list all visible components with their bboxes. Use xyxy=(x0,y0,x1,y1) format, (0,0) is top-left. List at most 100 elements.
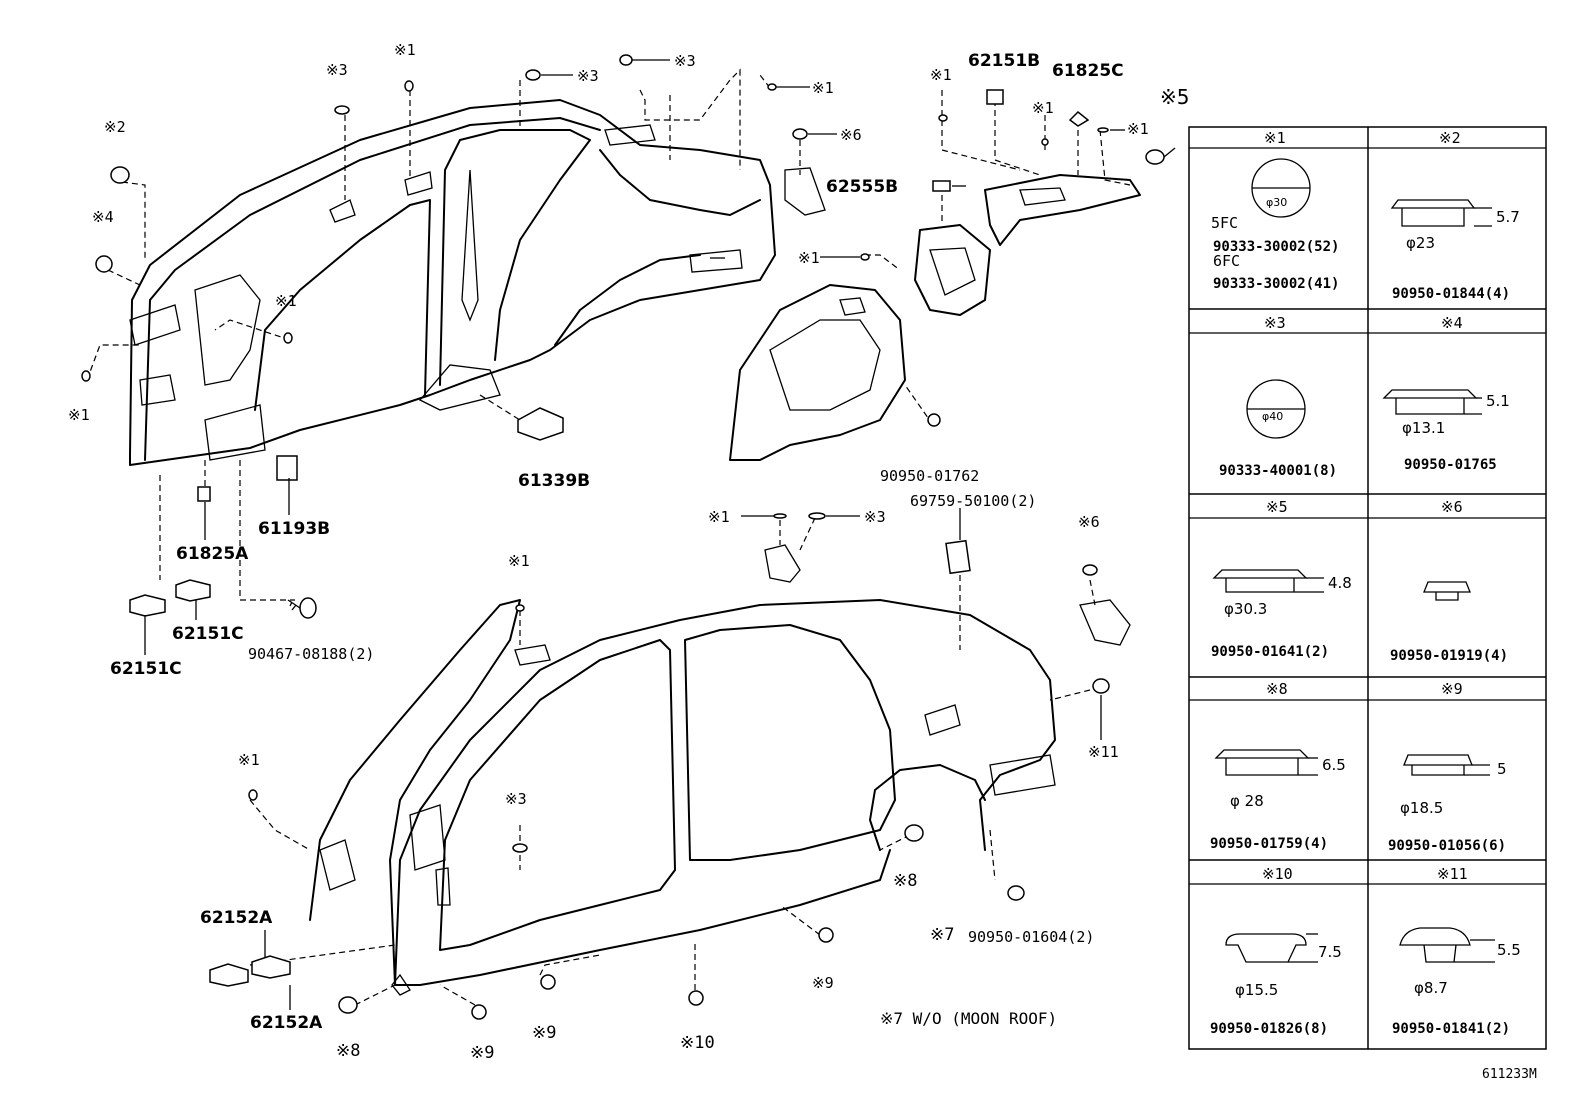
label-mark-1: ※1 xyxy=(812,79,834,97)
pad-62555B-icon xyxy=(932,180,951,192)
legend-cell-11: ※11 5.5 φ8.7 90950-01841(2) xyxy=(1392,865,1521,1037)
pad-62151B-icon xyxy=(986,89,1004,105)
plug-9-icon xyxy=(818,927,834,943)
label-mark-8: ※8 xyxy=(336,1041,360,1061)
svg-text:※4: ※4 xyxy=(1441,314,1463,332)
pad-62151C-icon xyxy=(175,579,211,602)
plug-90950-01762-icon xyxy=(927,413,941,427)
legend-cell-4: ※4 5.1 φ13.1 90950-01765 xyxy=(1382,314,1510,473)
note-moon-roof: ※7 W/O (MOON ROOF) xyxy=(880,1009,1057,1028)
svg-text:※1: ※1 xyxy=(1264,129,1286,147)
svg-text:90950-01919(4): 90950-01919(4) xyxy=(1390,648,1508,664)
plug-1-icon xyxy=(81,370,91,382)
label-mark-9: ※9 xyxy=(532,1023,556,1043)
label-mark-1: ※1 xyxy=(708,508,730,526)
svg-text:※3: ※3 xyxy=(1264,314,1286,332)
label-62152A: 62152A xyxy=(250,1013,323,1033)
svg-text:7.5: 7.5 xyxy=(1318,943,1342,961)
svg-text:5FC: 5FC xyxy=(1211,214,1238,232)
screw-90467-icon xyxy=(287,597,317,619)
label-mark-3: ※3 xyxy=(505,790,527,808)
svg-text:90950-01826(8): 90950-01826(8) xyxy=(1210,1021,1328,1037)
label-mark-9: ※9 xyxy=(812,974,834,992)
label-mark-1: ※1 xyxy=(1127,120,1149,138)
plug-1-icon xyxy=(248,789,258,801)
label-mark-8: ※8 xyxy=(893,871,917,891)
plug-1-icon xyxy=(773,513,787,519)
upper-labels: ※2 ※4 ※3 ※1 ※3 ※3 ※1 ※6 ※1 ※1 ※1 62151B … xyxy=(68,41,1189,679)
leader-lines xyxy=(86,68,1131,1006)
label-61825C: 61825C xyxy=(1052,61,1124,81)
label-mark-1: ※1 xyxy=(394,41,416,59)
label-mark-9: ※9 xyxy=(470,1043,494,1063)
svg-text:5: 5 xyxy=(1497,760,1507,778)
label-mark-1: ※1 xyxy=(508,552,530,570)
svg-text:6.5: 6.5 xyxy=(1322,756,1346,774)
upper-inner-panel xyxy=(129,99,776,466)
svg-text:6FC: 6FC xyxy=(1213,252,1240,270)
label-mark-1: ※1 xyxy=(1032,99,1054,117)
plug-1-icon xyxy=(767,83,777,91)
svg-text:φ40: φ40 xyxy=(1262,410,1283,423)
legend-cell-8: ※8 6.5 φ 28 90950-01759(4) xyxy=(1210,680,1346,852)
legend-table: ※1 φ30 5FC 90333-30002(52) 6FC 90333-300… xyxy=(1188,126,1547,1050)
label-mark-3: ※3 xyxy=(326,61,348,79)
plug-6-icon xyxy=(1082,564,1098,576)
plug-1-icon xyxy=(938,114,948,122)
document-code: 611233M xyxy=(1482,1067,1537,1082)
label-mark-11: ※11 xyxy=(1088,743,1119,761)
svg-text:φ23: φ23 xyxy=(1406,234,1435,252)
plug-5-icon xyxy=(1145,149,1165,165)
label-62152A: 62152A xyxy=(200,908,273,928)
pad-61825C-icon xyxy=(1068,110,1090,127)
plug-8-icon xyxy=(904,824,924,842)
svg-text:90950-01844(4): 90950-01844(4) xyxy=(1392,286,1510,302)
svg-text:φ13.1: φ13.1 xyxy=(1402,419,1445,437)
label-mark-2: ※2 xyxy=(104,118,126,136)
svg-text:φ30.3: φ30.3 xyxy=(1224,600,1267,618)
svg-text:φ8.7: φ8.7 xyxy=(1414,979,1448,997)
legend-cell-6: ※6 90950-01919(4) xyxy=(1390,498,1508,664)
label-90467-08188: 90467-08188(2) xyxy=(248,645,374,663)
plug-3-icon xyxy=(334,105,350,115)
plug-1-icon xyxy=(515,604,525,612)
plug-3-icon xyxy=(808,512,826,520)
plug-10-icon xyxy=(688,990,704,1006)
svg-text:5.7: 5.7 xyxy=(1496,208,1520,226)
label-69759-50100: 69759-50100(2) xyxy=(910,492,1036,510)
label-mark-10: ※10 xyxy=(680,1033,715,1053)
label-mark-5: ※5 xyxy=(1160,85,1189,109)
pad-61825A-icon xyxy=(197,486,211,502)
legend-cell-9: ※9 5 φ18.5 90950-01056(6) xyxy=(1388,680,1507,854)
label-mark-1: ※1 xyxy=(68,406,90,424)
label-90950-01604: 90950-01604(2) xyxy=(968,928,1094,946)
label-61825A: 61825A xyxy=(176,544,249,564)
svg-text:90333-30002(52): 90333-30002(52) xyxy=(1213,239,1339,255)
label-mark-1: ※1 xyxy=(798,249,820,267)
svg-text:90333-30002(41): 90333-30002(41) xyxy=(1213,276,1339,292)
svg-text:90950-01759(4): 90950-01759(4) xyxy=(1210,836,1328,852)
small-parts xyxy=(81,54,1165,1020)
pad-62152A-icon xyxy=(209,963,249,987)
svg-text:90333-40001(8): 90333-40001(8) xyxy=(1219,463,1337,479)
legend-cell-3: ※3 φ40 90333-40001(8) xyxy=(1219,314,1337,479)
svg-text:φ15.5: φ15.5 xyxy=(1235,981,1278,999)
svg-text:5.5: 5.5 xyxy=(1497,941,1521,959)
label-90950-01762: 90950-01762 xyxy=(880,467,979,485)
pad-69759-icon xyxy=(945,539,971,575)
svg-text:※10: ※10 xyxy=(1262,865,1293,883)
pad-61193B-icon xyxy=(276,455,298,481)
label-mark-6: ※6 xyxy=(1078,513,1100,531)
svg-text:※9: ※9 xyxy=(1441,680,1463,698)
label-mark-1: ※1 xyxy=(238,751,260,769)
legend-cell-2: ※2 5.7 φ23 90950-01844(4) xyxy=(1390,129,1520,302)
svg-text:5.1: 5.1 xyxy=(1486,392,1510,410)
plug-1-icon xyxy=(860,253,870,261)
svg-text:※6: ※6 xyxy=(1441,498,1463,516)
svg-text:※5: ※5 xyxy=(1266,498,1288,516)
svg-text:φ30: φ30 xyxy=(1266,196,1287,209)
label-62151C: 62151C xyxy=(110,659,182,679)
label-mark-3: ※3 xyxy=(864,508,886,526)
label-61339B: 61339B xyxy=(518,471,590,491)
lower-labels: ※1 ※1 ※3 69759-50100(2) ※6 ※11 ※1 ※3 ※8 … xyxy=(200,492,1119,1063)
